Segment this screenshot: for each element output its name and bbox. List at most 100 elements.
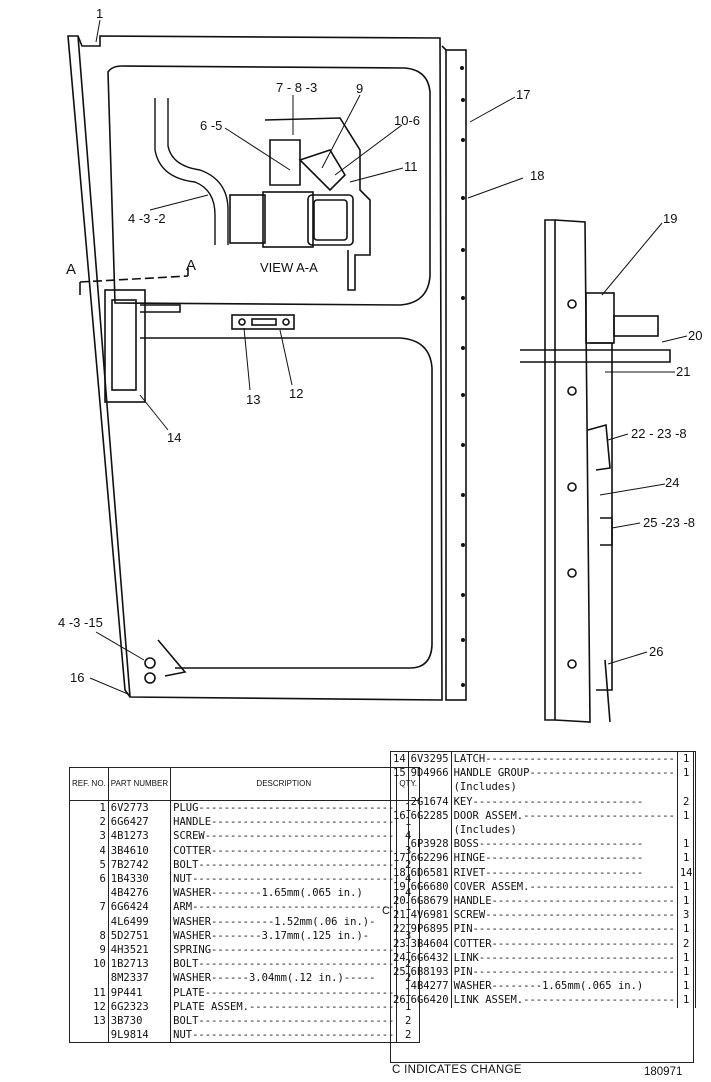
header-part-number: PART NUMBER xyxy=(108,767,172,801)
footer-note: C INDICATES CHANGE xyxy=(392,1064,522,1076)
cell-pn: 4V6981 xyxy=(408,908,452,923)
cell-desc: ARM-------------------------------- xyxy=(170,900,398,915)
cell-no: 25 xyxy=(390,965,409,980)
cell-desc: HINGE------------------------- xyxy=(451,851,678,866)
callout-1: 1 xyxy=(96,6,103,21)
callout-17: 17 xyxy=(516,87,530,102)
cell-no: 18 xyxy=(390,865,409,880)
cell-desc: WASHER----------1.52mm(.06 in.)- xyxy=(170,914,398,929)
callout-10-6: 10-6 xyxy=(394,113,420,128)
cell-pn: 6G6424 xyxy=(108,900,172,915)
cell-no: 22 xyxy=(390,922,409,937)
cell-desc: HANDLE GROUP----------------------- xyxy=(451,766,678,781)
cell-desc: SPRING----------------------------- xyxy=(170,943,398,958)
callout-24: 24 xyxy=(665,475,679,490)
drawing-number: 180971 xyxy=(644,1066,683,1078)
callout-19: 19 xyxy=(663,211,677,226)
callout-18: 18 xyxy=(530,168,544,183)
cell-desc: BOLT------------------------------- xyxy=(170,1014,398,1029)
cell-desc: WASHER--------1.65mm(.065 in.) xyxy=(170,886,398,901)
cell-no: 1 xyxy=(69,800,109,816)
cell-no: 6 xyxy=(69,872,109,887)
callout-7-8-3: 7 - 8 -3 xyxy=(276,80,317,95)
cell-no xyxy=(69,914,109,929)
callout-9: 9 xyxy=(356,81,363,96)
cell-desc: COVER ASSEM.----------------------- xyxy=(451,879,678,895)
cell-no xyxy=(390,823,409,838)
cell-pn xyxy=(408,823,452,838)
cell-pn: 4L6499 xyxy=(108,914,172,929)
cell-qty: 3 xyxy=(683,909,690,922)
cell-no: 15 xyxy=(390,766,409,781)
cell-no: 9 xyxy=(69,943,109,958)
cell-pn: 3B4604 xyxy=(408,936,452,951)
cell-qty: 1 xyxy=(683,809,690,822)
side-view-hinge xyxy=(544,219,556,721)
cell-qty: 1 xyxy=(683,994,690,1007)
leader-lines xyxy=(89,19,688,695)
cell-no: 3 xyxy=(69,829,109,844)
cell-desc: (Includes) xyxy=(451,823,678,838)
cell-pn: 9D4966 xyxy=(408,766,452,781)
callout-25-23-8: 25 -23 -8 xyxy=(643,515,695,530)
table-row: 6P3928 BOSS--------------------------1 xyxy=(390,837,696,852)
cell-qty: 1 xyxy=(683,923,690,936)
cell-no xyxy=(69,971,109,986)
cell-qty: 1 xyxy=(683,852,690,865)
cell-pn: 9P6895 xyxy=(408,922,452,937)
cell-no: 4 xyxy=(69,843,109,858)
cell-qty: 1 xyxy=(683,895,690,908)
cell-no: 16 xyxy=(390,808,409,824)
cell-desc: SCREW------------------------------ xyxy=(451,908,678,923)
cell-qty: 1 xyxy=(683,838,690,851)
cell-qty: 1 xyxy=(683,951,690,964)
cell-desc: COTTER----------------------------- xyxy=(451,936,678,951)
cell-pn: 6G6420 xyxy=(408,993,452,1008)
cell-no: 24 xyxy=(390,950,409,966)
cell-desc: NUT-------------------------------- xyxy=(170,872,398,887)
cell-no xyxy=(390,794,409,809)
cell-pn: 4B4276 xyxy=(108,886,172,901)
cell-no: 14 xyxy=(390,751,409,767)
cell-desc: HANDLE----------------------------- xyxy=(170,815,398,830)
cell-no: 13 xyxy=(69,1014,109,1029)
cell-no: 21 xyxy=(390,908,409,923)
cell-desc: LATCH------------------------------ xyxy=(451,751,678,767)
cell-qty: 2 xyxy=(683,795,690,808)
table-row: (Includes) xyxy=(390,823,696,838)
cell-pn: 6G2323 xyxy=(108,999,172,1015)
cell-desc: PIN-------------------------------- xyxy=(451,965,678,980)
callout-22-23-8: 22 - 23 -8 xyxy=(631,426,687,441)
cell-qty xyxy=(677,823,695,837)
section-letter-left: A xyxy=(66,261,76,278)
cell-no xyxy=(390,780,409,795)
callout-12: 12 xyxy=(289,386,303,401)
door-panel-outline xyxy=(67,35,443,701)
upper-window xyxy=(107,65,431,306)
cell-no xyxy=(69,886,109,901)
header-ref-no: REF. NO. xyxy=(69,767,109,801)
cell-no xyxy=(390,979,409,994)
parts-illustration: 1 7 - 8 -3 9 6 -5 10-6 11 4 -3 -2 17 18 … xyxy=(58,6,702,723)
cell-desc: WASHER--------1.65mm(.065 in.) xyxy=(451,979,678,994)
